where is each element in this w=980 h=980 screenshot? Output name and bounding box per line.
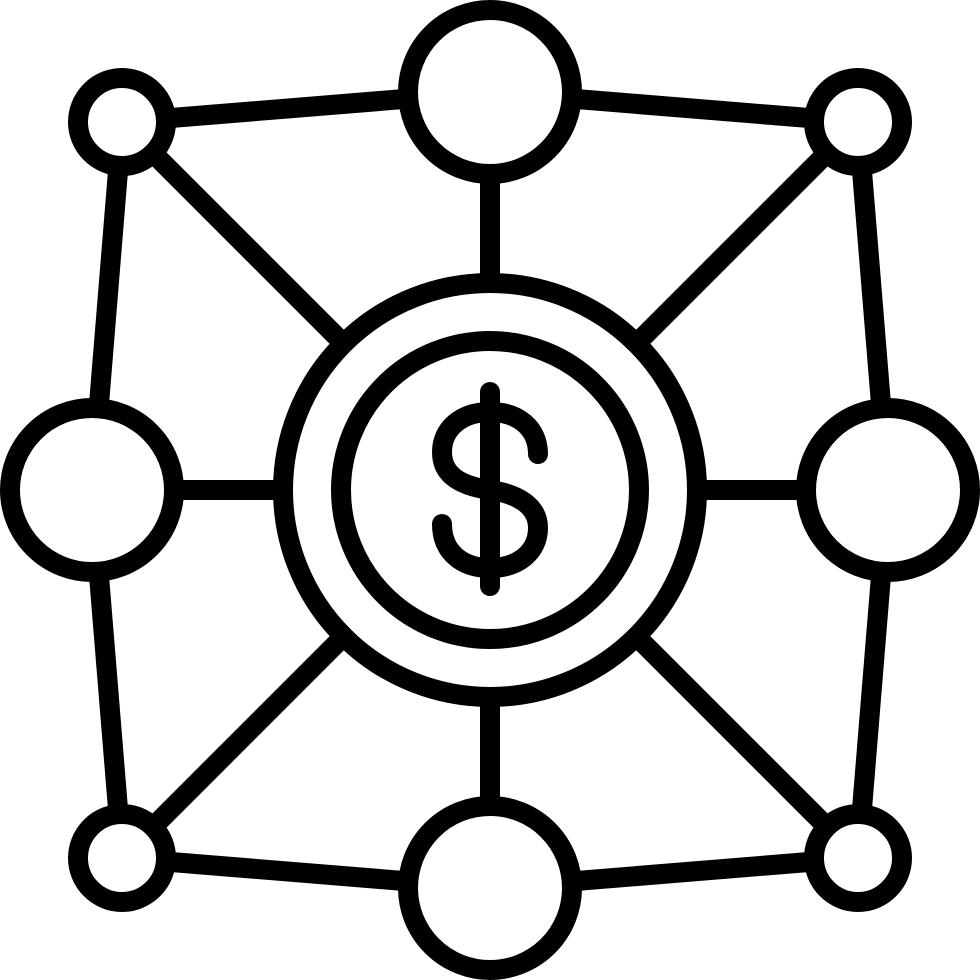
node-bottom-right (804, 804, 912, 912)
coin-hub (273, 273, 707, 707)
node-bottom (398, 796, 582, 980)
node-right (796, 398, 980, 582)
node-left (0, 398, 184, 582)
dollar-sign-icon (432, 382, 548, 596)
node-bottom-left (68, 804, 176, 912)
node-top (398, 0, 582, 184)
node-top-left (68, 68, 176, 176)
node-top-right (804, 68, 912, 176)
